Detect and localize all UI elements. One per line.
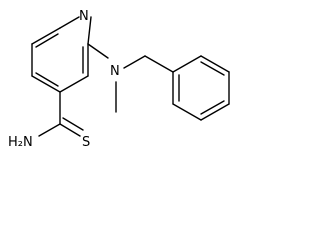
bond-c4-c5-inner	[35, 72, 59, 87]
bond-ph2-ph3-inner	[200, 61, 225, 76]
bond-ph4-ph5-inner	[200, 100, 225, 115]
bond-ph1-ph2	[172, 55, 202, 73]
phenyl-ring	[172, 55, 230, 121]
atom-label-amine-n: N	[110, 64, 120, 79]
bond-ph2-ph3	[200, 55, 230, 73]
bond-ph5-ph6	[172, 103, 202, 121]
atom-label-ring-n: N	[79, 9, 89, 24]
bond-c3-c4	[59, 75, 89, 93]
bond-amine-n-ch2	[123, 55, 146, 69]
bond-c7-n1	[59, 16, 80, 29]
bond-thioamide-carbon-nh2	[38, 123, 61, 137]
bond-c6-c7-inner	[35, 33, 59, 48]
atom-label-nh2: H₂N	[8, 135, 33, 150]
thioamide-group	[38, 91, 84, 137]
chemical-structure: N N S H₂N	[8, 9, 230, 150]
bond-thioamide-carbon-sulfur-2	[62, 117, 84, 131]
bond-n1-c2	[87, 16, 92, 45]
bond-ch2-phenyl	[144, 55, 174, 73]
pyridine-ring	[31, 16, 92, 93]
bond-c3-amine-n	[87, 43, 109, 59]
bond-thioamide-carbon-sulfur	[59, 123, 81, 137]
atom-label-sulfur: S	[82, 135, 90, 150]
bond-c4-c5	[31, 75, 61, 93]
bond-c6-c7	[31, 27, 61, 45]
amine-substituent	[87, 43, 174, 113]
bond-ph4-ph5	[200, 103, 230, 121]
